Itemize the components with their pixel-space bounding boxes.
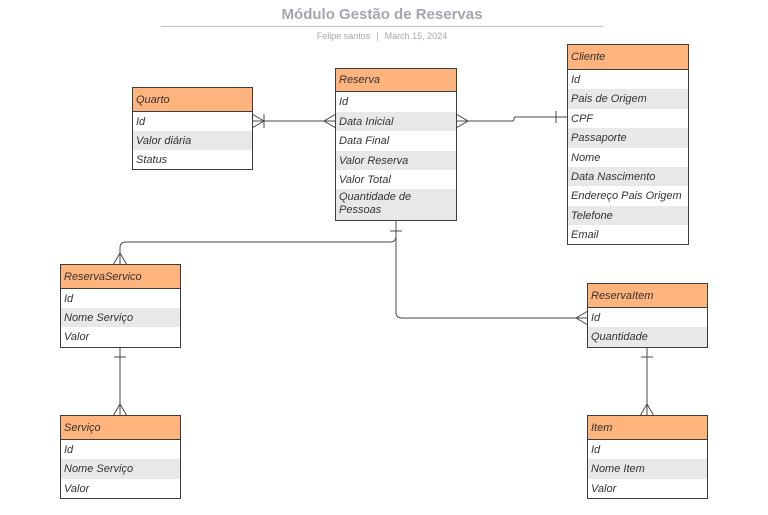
field-cliente-email: Email — [571, 228, 599, 241]
servico-many-marker — [112, 403, 128, 417]
field-cliente-cpf: CPF — [571, 112, 593, 125]
field-item-valor: Valor — [591, 482, 617, 495]
entity-reservaservico-header: ReservaServico — [61, 265, 180, 289]
author-name: Felipe santos — [316, 31, 371, 41]
field-reserva-data-final: Data Final — [339, 135, 390, 147]
link-reserva-reservaservico — [119, 220, 397, 265]
entity-reservaitem-header: ReservaItem — [588, 284, 707, 308]
entity-reservaitem[interactable]: ReservaItem Id Quantidade — [587, 283, 708, 348]
reserva-many-marker-left — [323, 113, 337, 129]
entity-cliente[interactable]: Cliente Id Pais de Origem CPF Passaporte… — [567, 44, 689, 245]
link-reserva-reservaitem — [395, 236, 588, 319]
field-cliente-endereco-pais-origem: Endereço Pais Origem — [571, 190, 682, 202]
field-quarto-status: Status — [136, 153, 168, 166]
subtitle-separator: | — [376, 31, 379, 41]
field-servico-id: Id — [64, 443, 74, 456]
field-reserva-id: Id — [339, 96, 349, 108]
diagram-subtitle: Felipe santos | March 15, 2024 — [0, 31, 764, 41]
field-cliente-nome: Nome — [571, 151, 601, 164]
entity-quarto-header: Quarto — [133, 88, 252, 112]
entity-quarto[interactable]: Quarto Id Valor diária Status — [132, 87, 253, 170]
link-reserva-cliente — [456, 116, 568, 122]
field-reserva-quantidade-pessoas: Quantidade de Pessoas — [336, 189, 456, 220]
diagram-date: March 15, 2024 — [384, 31, 448, 41]
field-cliente-pais-origem: Pais de Origem — [568, 89, 688, 109]
title-divider — [161, 26, 603, 27]
field-reserva-data-inicial: Data Inicial — [336, 112, 456, 131]
field-reservaitem-quantidade: Quantidade — [588, 327, 707, 347]
field-servico-valor: Valor — [64, 482, 90, 495]
entity-cliente-header: Cliente — [568, 45, 688, 70]
field-reservaservico-nome-servico: Nome Serviço — [61, 308, 180, 327]
entity-reserva[interactable]: Reserva Id Data Inicial Data Final Valor… — [335, 68, 457, 221]
field-reservaitem-id: Id — [591, 311, 601, 324]
field-servico-nome-servico: Nome Serviço — [61, 459, 180, 479]
reserva-many-marker-right — [455, 113, 469, 129]
field-cliente-data-nascimento: Data Nascimento — [568, 167, 688, 186]
entity-reservaservico[interactable]: ReservaServico Id Nome Serviço Valor — [60, 264, 181, 348]
entity-item[interactable]: Item Id Nome Item Valor — [587, 415, 708, 499]
field-cliente-telefone: Telefone — [568, 206, 688, 225]
field-item-id: Id — [591, 443, 601, 456]
field-reservaservico-id: Id — [64, 292, 74, 305]
field-quarto-valor-diaria: Valor diária — [133, 131, 252, 150]
reservaservico-many-marker — [112, 252, 128, 266]
entity-reserva-header: Reserva — [336, 69, 456, 92]
field-reserva-valor-total: Valor Total — [339, 173, 391, 186]
field-item-nome-item: Nome Item — [588, 459, 707, 479]
entity-servico-header: Serviço — [61, 416, 180, 440]
entity-servico[interactable]: Serviço Id Nome Serviço Valor — [60, 415, 181, 499]
diagram-title: Módulo Gestão de Reservas — [281, 6, 483, 23]
field-reservaservico-valor: Valor — [64, 331, 90, 343]
item-many-marker — [639, 403, 655, 417]
reservaitem-many-marker — [575, 310, 589, 326]
field-cliente-passaporte: Passaporte — [568, 128, 688, 148]
field-reserva-valor-reserva: Valor Reserva — [336, 151, 456, 170]
entity-item-header: Item — [588, 416, 707, 440]
field-cliente-id: Id — [571, 73, 581, 86]
field-quarto-id: Id — [136, 115, 146, 128]
